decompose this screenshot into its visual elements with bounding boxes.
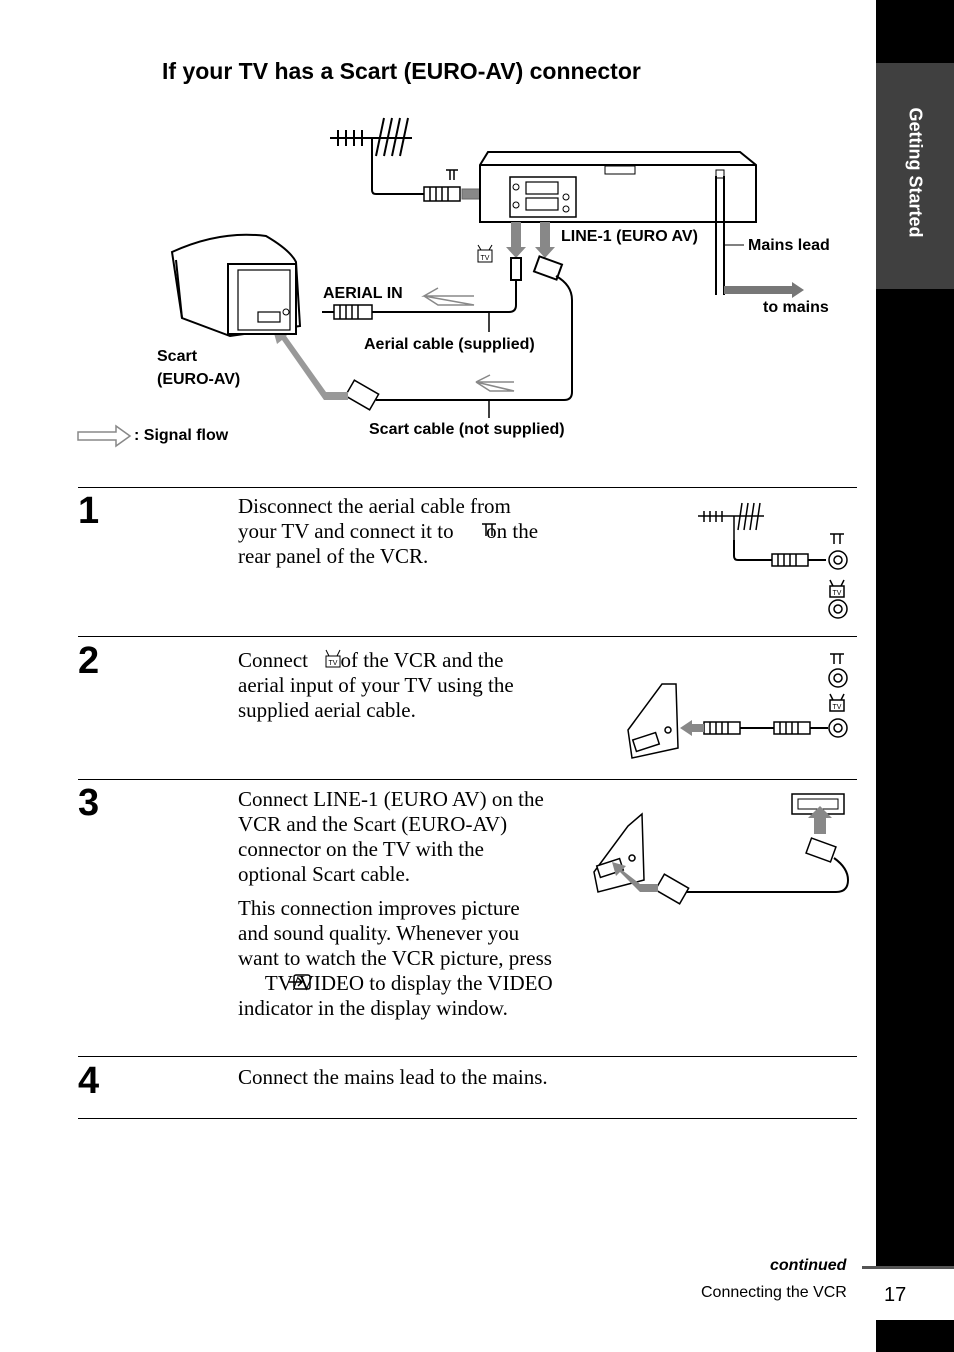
step1-illustration	[698, 502, 848, 619]
step-2-text: Connect of the VCR and the aerial input …	[238, 648, 548, 723]
aerial-in-label: AERIAL IN	[323, 285, 403, 302]
section-footer: Connecting the VCR	[701, 1284, 847, 1301]
vcr-icon	[479, 151, 757, 223]
step-3-para-1: Connect LINE-1 (EURO AV) on the VCR and …	[238, 787, 544, 886]
step1-tv-icon-label: TV	[833, 590, 842, 597]
continued-label: continued	[770, 1257, 847, 1274]
aerial-cable	[372, 257, 522, 313]
antenna-icon	[330, 117, 424, 195]
step3-illustration	[593, 793, 850, 905]
to-mains-arrow-icon	[724, 282, 804, 298]
scart-cable-label: Scart cable (not supplied)	[369, 421, 565, 438]
to-mains-label: to mains	[763, 299, 829, 316]
aerial-cable-plug-icon	[333, 304, 373, 320]
step3-up-arrow-icon	[808, 806, 832, 834]
tv-video-input-icon	[288, 974, 311, 990]
scart-euro-av-label: (EURO-AV)	[157, 371, 241, 388]
aerial-symbol-icon	[446, 169, 458, 180]
tv-symbol-icon: TV	[477, 244, 493, 263]
step-2-text-b: of the VCR and the aerial input of your …	[238, 648, 514, 722]
signal-arrow-down-icon-2	[535, 222, 555, 258]
svg-text:TV: TV	[481, 255, 490, 262]
inline-tv-icon-label: TV	[329, 660, 338, 667]
signal-arrow-down-icon	[506, 222, 526, 258]
step-number: 1	[78, 490, 100, 532]
inline-tv-icon	[325, 649, 341, 668]
step-3-text: Connect LINE-1 (EURO AV) on the VCR and …	[238, 787, 554, 1030]
signal-flow-legend: : Signal flow	[134, 427, 229, 444]
step-number: 3	[78, 782, 100, 824]
line1-label: LINE-1 (EURO AV)	[561, 228, 698, 245]
step-divider	[78, 1056, 857, 1057]
step-divider	[78, 487, 857, 488]
step-1-text-b: on the rear panel of the VCR.	[238, 519, 539, 568]
step-divider	[78, 1118, 857, 1119]
scart-cable	[376, 255, 573, 401]
signal-flow-arrow-scart-icon	[475, 374, 515, 392]
scart-signal-arrow-icon	[272, 326, 348, 400]
step-3-para-2: This connection improves picture and sou…	[238, 896, 554, 1021]
legend-signal-flow-icon	[77, 424, 132, 448]
scart-label: Scart	[157, 348, 198, 365]
mains-lead	[715, 176, 744, 295]
tv-icon	[170, 233, 302, 338]
step3-signal-arrow-icon	[612, 862, 658, 892]
inline-aerial-icon	[482, 523, 496, 536]
step-1-text: Disconnect the aerial cable from your TV…	[238, 494, 548, 569]
page-number: 17	[876, 1268, 954, 1320]
step2-illustration	[627, 653, 848, 759]
section-tab	[876, 63, 954, 289]
step-divider	[78, 636, 857, 637]
step-number: 4	[78, 1060, 100, 1102]
continued-rule	[862, 1266, 954, 1269]
step2-tv-icon-label: TV	[833, 704, 842, 711]
step-3-text-a: This connection improves picture and sou…	[238, 896, 552, 970]
aerial-cable-label: Aerial cable (supplied)	[364, 336, 535, 353]
step-divider	[78, 779, 857, 780]
step-number: 2	[78, 640, 100, 682]
step-2-text-a: Connect	[238, 648, 314, 672]
step-1-text-a: Disconnect the aerial cable from your TV…	[238, 494, 511, 543]
aerial-plug-icon	[423, 186, 461, 202]
signal-flow-arrow-aerial-icon	[421, 287, 475, 306]
page-title: If your TV has a Scart (EURO-AV) connect…	[162, 58, 641, 84]
step-3-text-b: TV/VIDEO to display the VIDEO indicator …	[238, 971, 553, 1020]
mains-lead-label: Mains lead	[748, 237, 830, 254]
step2-signal-arrow-icon	[680, 720, 704, 736]
step-4-text: Connect the mains lead to the mains.	[238, 1065, 548, 1089]
scart-plug-icon	[344, 379, 380, 411]
